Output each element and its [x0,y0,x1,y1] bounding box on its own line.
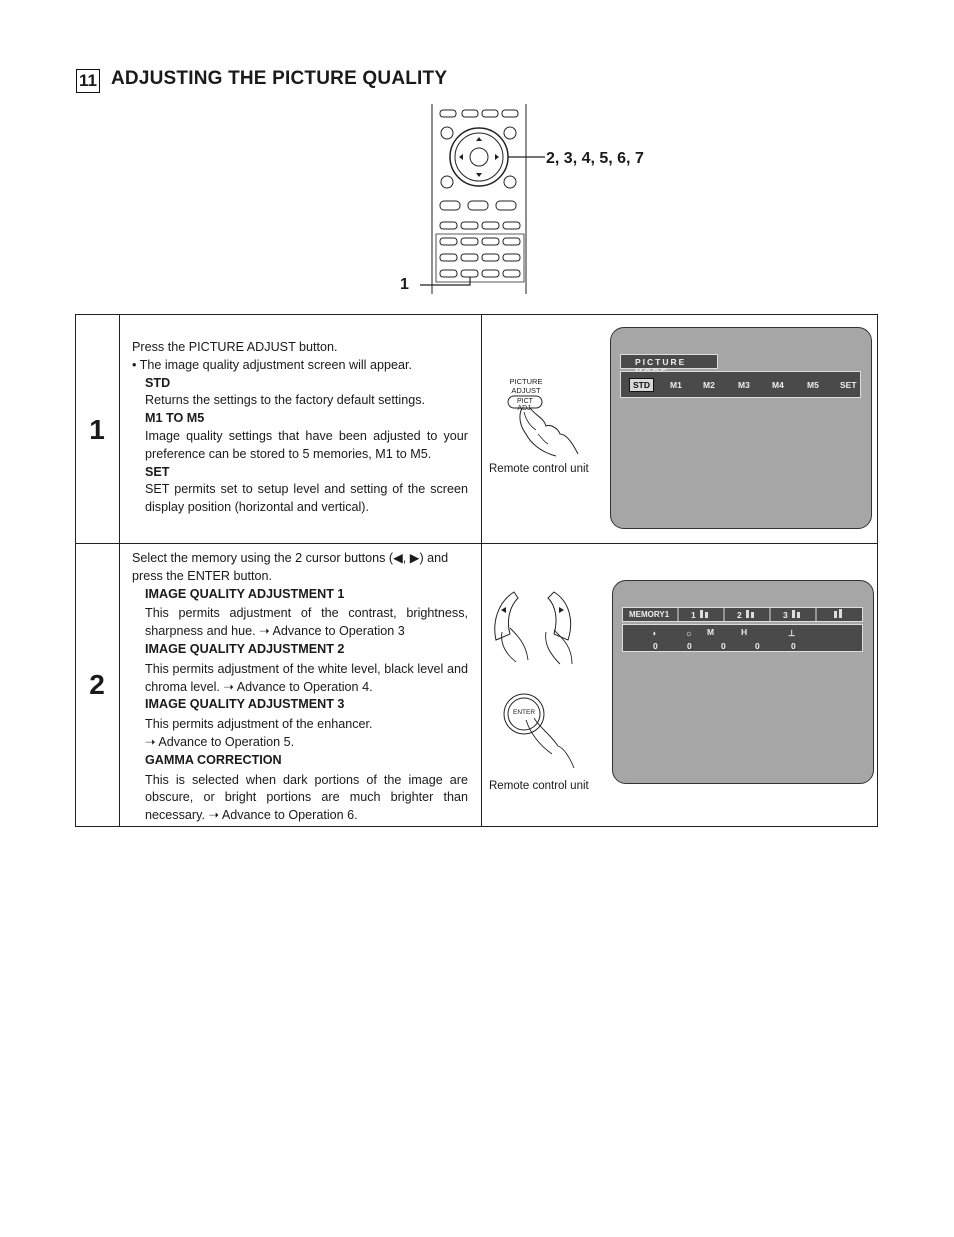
memory-label: MEMORY1 [629,610,670,619]
item-body: This permits adjustment of the contrast,… [145,606,468,639]
item-title: GAMMA CORRECTION [145,752,282,767]
value: 0 [721,641,726,651]
section-number: 11 [76,69,100,93]
item-body: This is selected when dark portions of t… [145,772,468,823]
mode-bar: STD M1 M2 M3 M4 M5 SET [620,371,861,398]
enter-button: ENTER [512,709,536,716]
memory-tab: 3 [783,610,788,620]
mode-m1: M1 [670,380,682,390]
item-body: This permits adjustment of the enhancer.… [145,717,373,749]
contrast-icon: ◑ [651,628,657,638]
callout-step-one: 1 [400,276,409,293]
item-title: IMAGE QUALITY ADJUSTMENT 3 [145,697,345,712]
brightness-icon: ☼ [685,628,693,638]
illustration-caption: Remote control unit [489,463,589,475]
item-title: STD [145,375,171,390]
steps-table [75,314,878,827]
step-1-text: Press the PICTURE ADJUST button. • The i… [132,339,468,517]
value: 0 [687,641,692,651]
memory-tab: 2 [737,610,742,620]
item-body: Returns the settings to the factory defa… [145,393,426,408]
value: 0 [791,641,796,651]
value: 0 [653,641,658,651]
item-title: M1 TO M5 [145,411,205,426]
step-intro: Press the PICTURE ADJUST button. [132,340,338,354]
item-title: IMAGE QUALITY ADJUSTMENT 1 [145,586,345,601]
value: 0 [755,641,760,651]
cursor-enter-illustration [494,591,575,769]
step-bullet: • The image quality adjustment screen wi… [132,357,412,372]
mode-m5: M5 [807,380,819,390]
callout-steps: 2, 3, 4, 5, 6, 7 [546,150,644,167]
hand-press-illustration [507,395,579,457]
illustration-caption: Remote control unit [489,780,589,792]
remote-control-illustration [420,104,545,294]
sharpness-m-label: M [707,627,715,637]
memory-tab-icons [677,607,842,622]
memory-tab: 1 [691,610,696,620]
adjust-values-bar: ◑ ☼ M H ⊥ 0 0 0 0 0 [622,624,863,652]
step-number: 2 [89,669,105,700]
item-body: Image quality settings that have been ad… [145,428,468,461]
item-body: SET permits set to setup level and setti… [145,482,468,515]
item-body: This permits adjustment of the white lev… [145,661,468,694]
mode-m2: M2 [703,380,715,390]
item-title: IMAGE QUALITY ADJUSTMENT 2 [145,641,345,656]
screen-title: PICTURE MODE [620,354,718,377]
step-intro: Select the memory using the 2 cursor but… [132,551,449,583]
mode-std: STD [629,378,654,392]
item-title: SET [145,464,170,479]
step-number: 1 [89,414,105,445]
sharpness-h-label: H [741,627,748,637]
mode-set: SET [840,380,857,390]
button-caption: PICTURE ADJUST [509,377,543,395]
mode-m3: M3 [738,380,750,390]
section-title: ADJUSTING THE PICTURE QUALITY [111,68,448,89]
step-2-text: Select the memory using the 2 cursor but… [132,550,468,825]
hue-icon: ⊥ [788,628,796,638]
pict-adj-button: PICT ADJ. [517,398,533,412]
memory-tab-bar: MEMORY1 1 2 3 [622,607,863,622]
mode-m4: M4 [772,380,784,390]
